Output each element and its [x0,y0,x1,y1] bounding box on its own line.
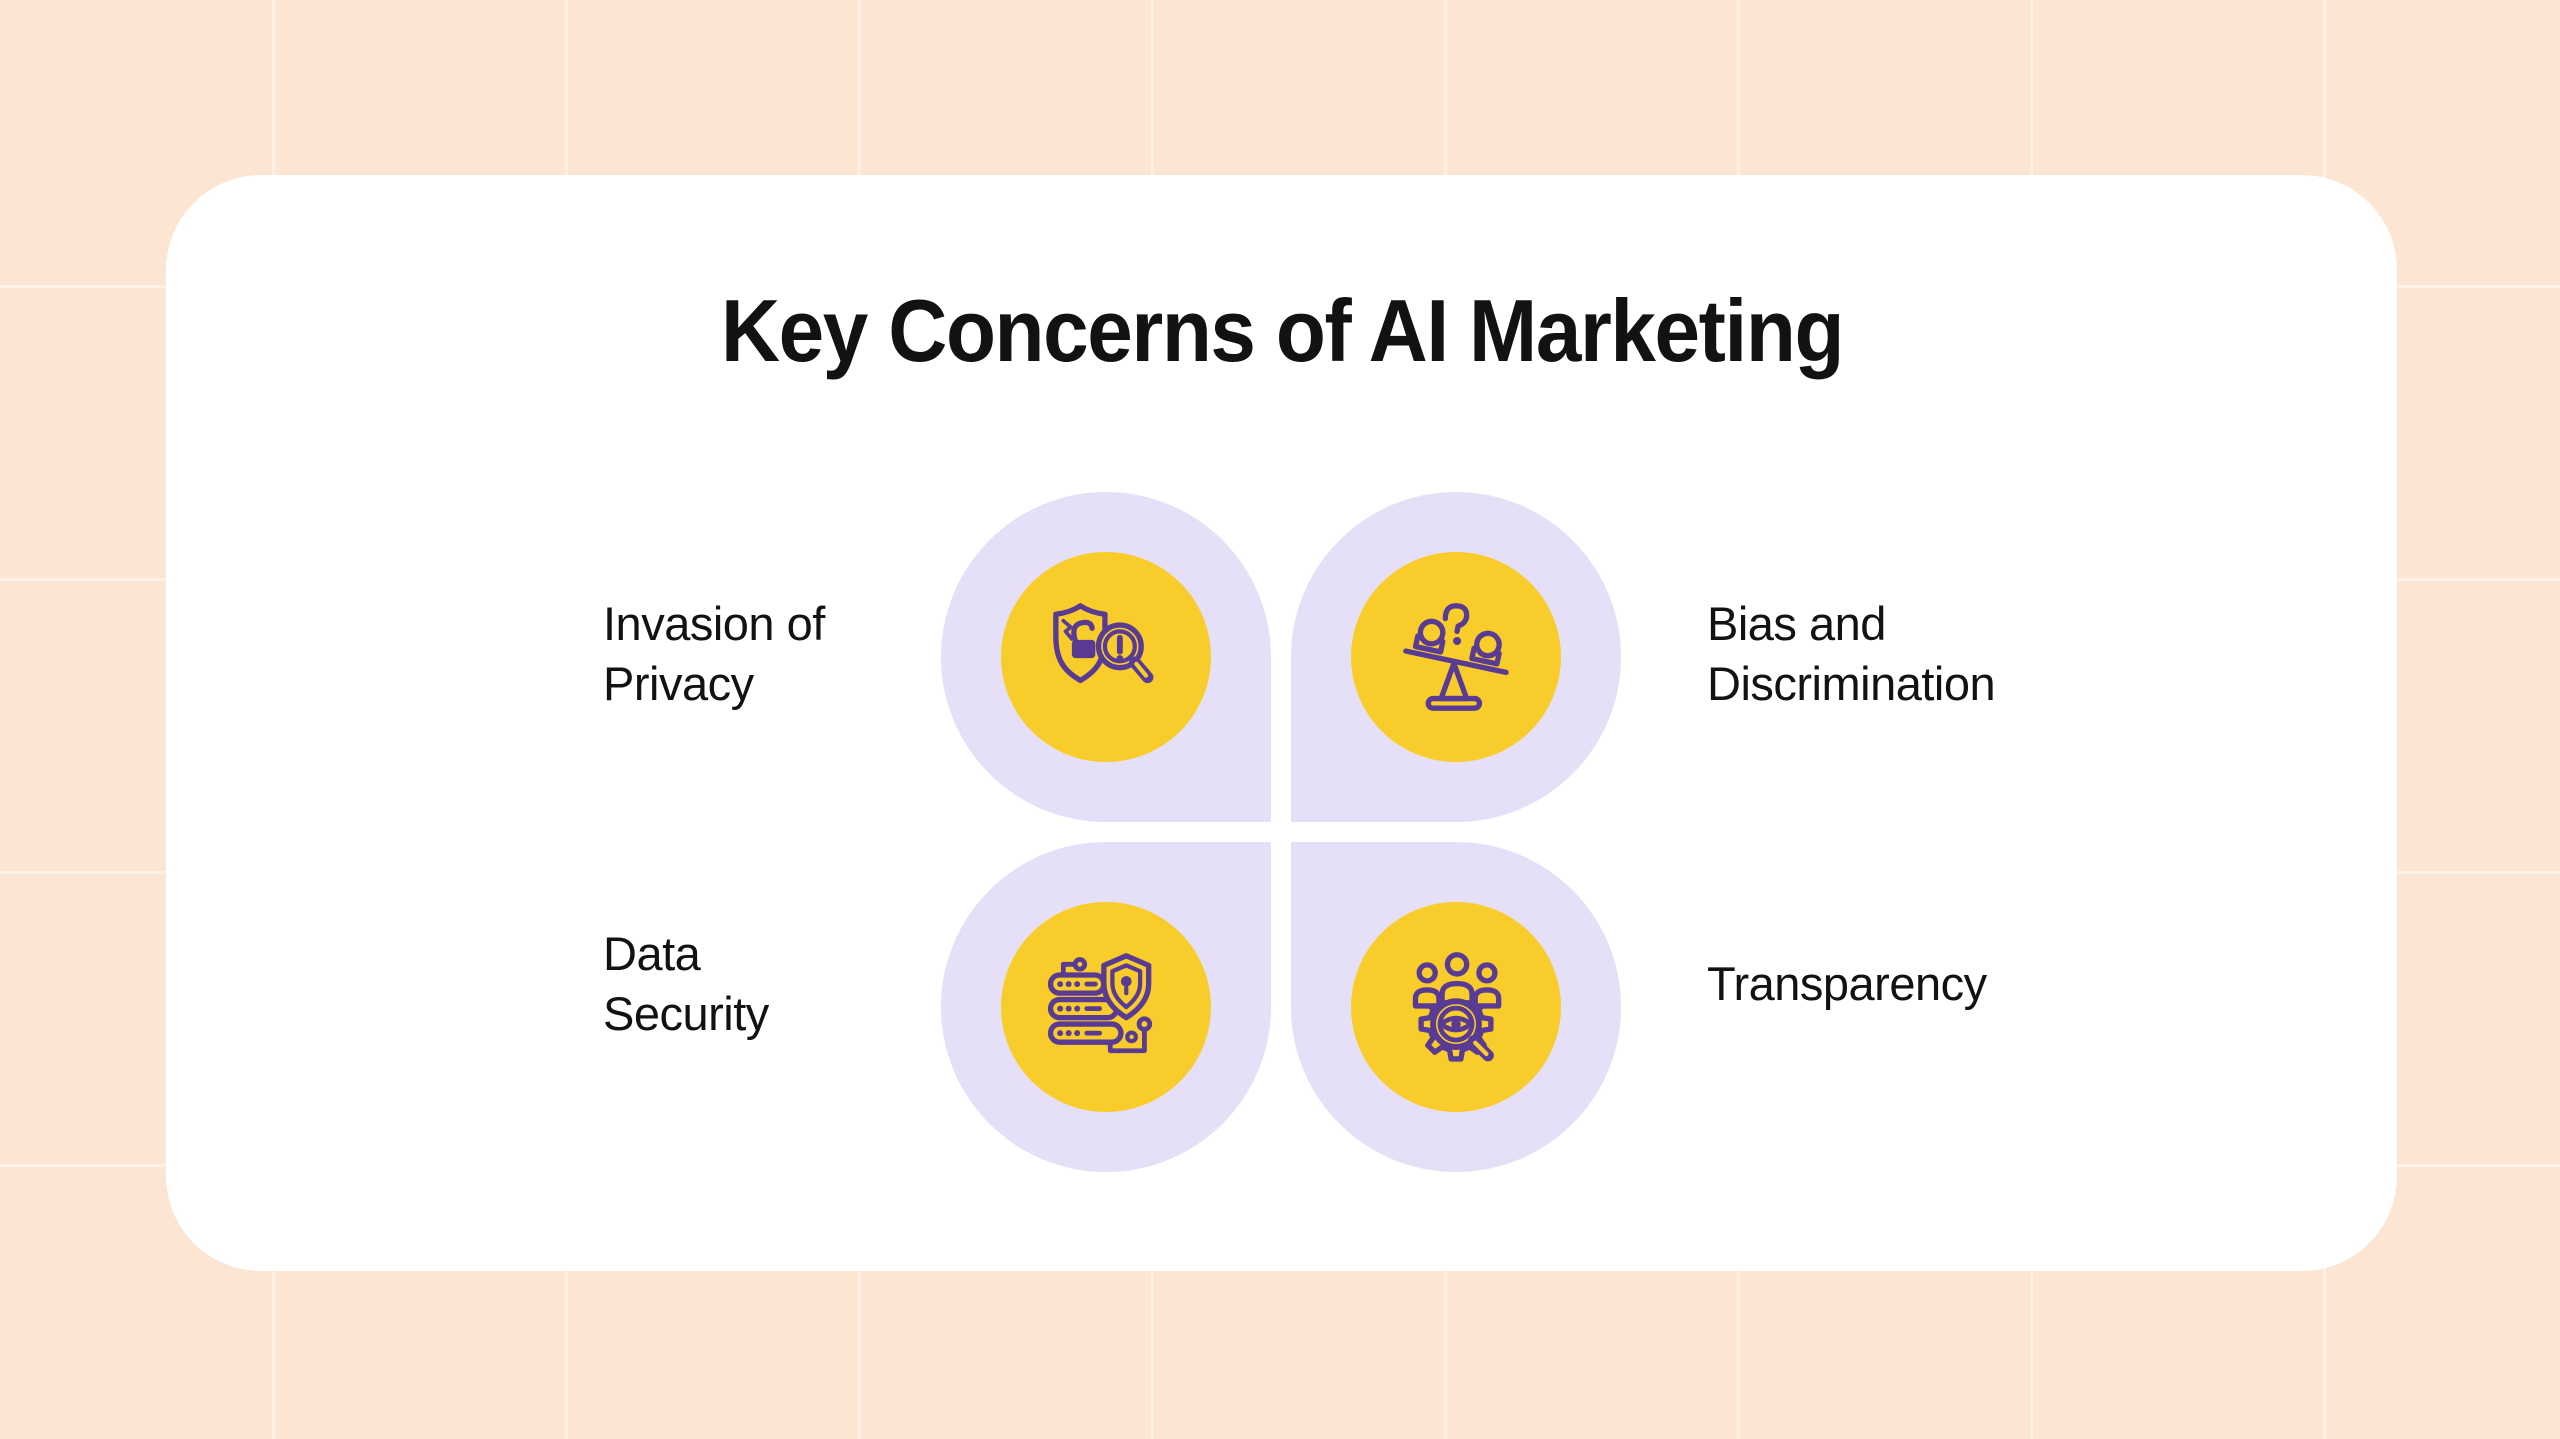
label-transparency: Transparency [1707,954,1987,1014]
icon-badge [1001,902,1211,1112]
petal-cluster [941,492,1621,1172]
petal-top-left [941,492,1271,822]
label-line: Discrimination [1707,657,1996,710]
label-line: Invasion of [603,597,825,650]
label-invasion-of-privacy: Invasion of Privacy [603,594,825,714]
petal-bottom-left [941,842,1271,1172]
infographic-card: Key Concerns of AI Marketing [166,175,2397,1271]
label-bias-and-discrimination: Bias and Discrimination [1707,594,1996,714]
balance-scale-question-icon [1403,603,1509,711]
label-line: Data [603,927,701,980]
label-line: Security [603,987,769,1040]
label-line: Bias and [1707,597,1886,650]
page-title: Key Concerns of AI Marketing [720,281,1843,380]
shield-breach-magnifier-icon [1053,603,1154,684]
icon-badge [1001,552,1211,762]
petal-bottom-right [1291,842,1621,1172]
people-gear-eye-magnifier-icon [1412,952,1502,1062]
server-shield-circuit-icon [1047,953,1153,1054]
label-line: Privacy [603,657,754,710]
icon-badge [1351,902,1561,1112]
label-line: Transparency [1707,957,1987,1010]
icon-badge [1351,552,1561,762]
label-data-security: Data Security [603,924,769,1044]
petal-top-right [1291,492,1621,822]
